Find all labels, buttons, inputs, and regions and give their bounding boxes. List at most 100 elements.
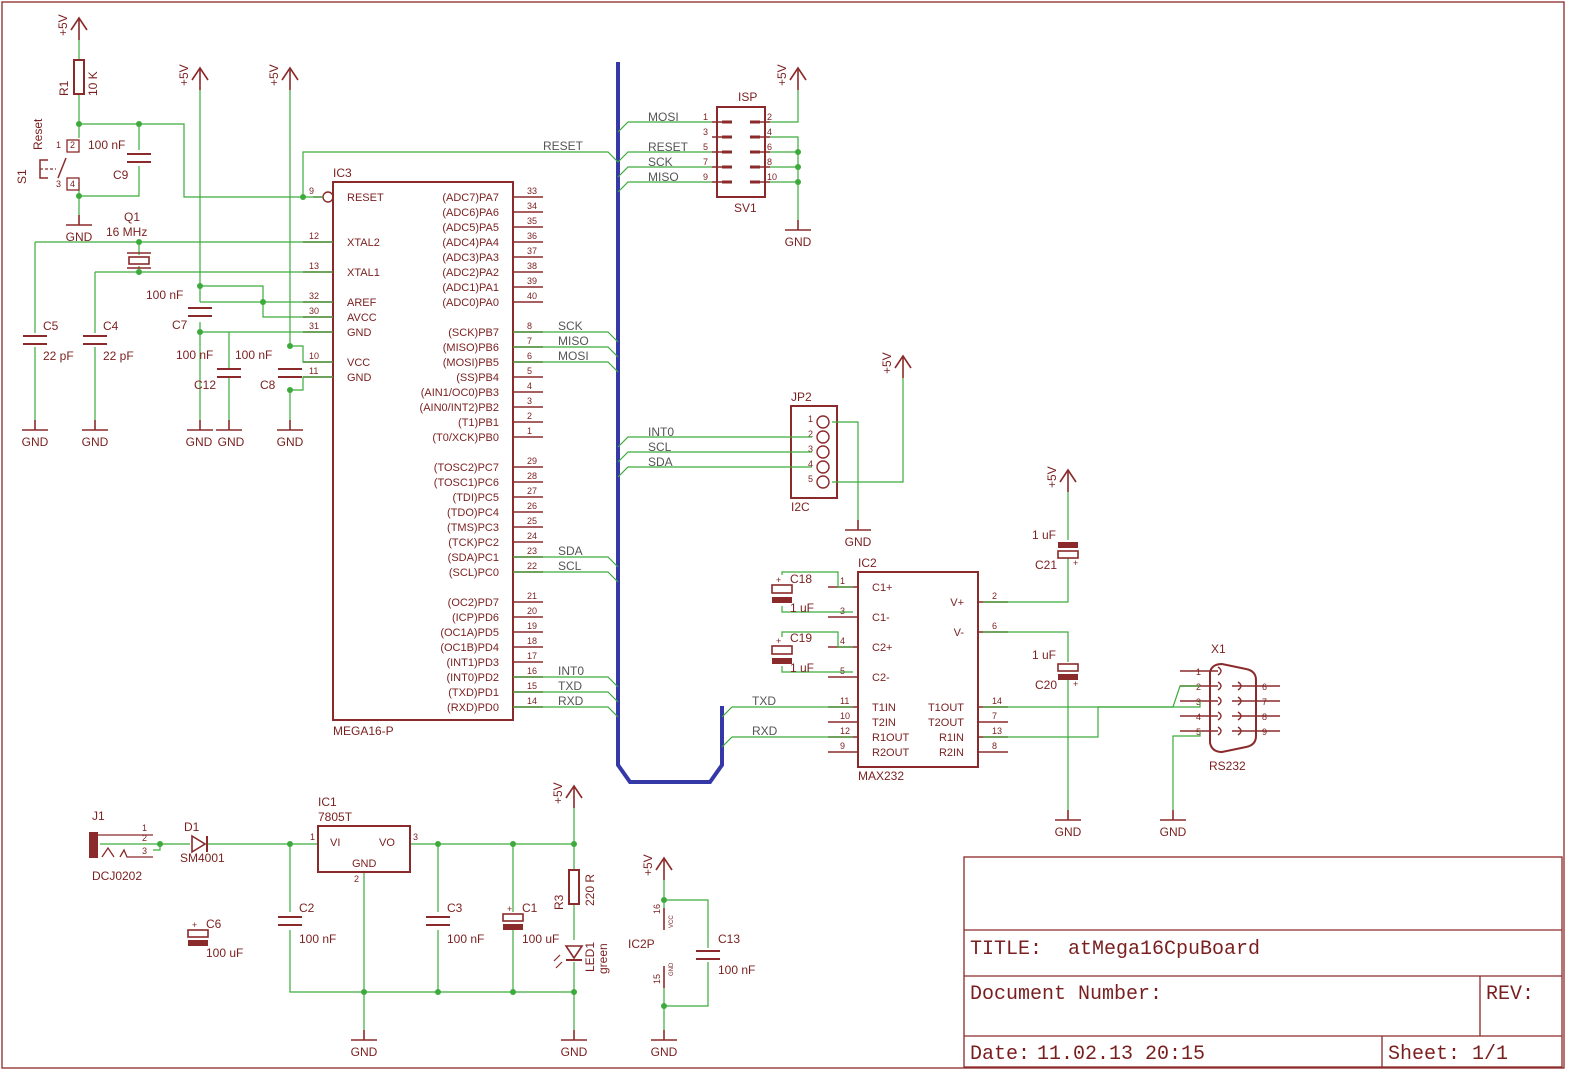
c21-value: 1 uF [1032,528,1056,542]
j1-value: DCJ0202 [92,869,142,883]
r1-value: 10 K [86,71,100,96]
jp2-pin-5: 5 [808,474,813,484]
title-block: TITLE: atMega16CpuBoard Document Number:… [963,856,1563,1068]
crystal-q1: Q1 16 MHz [106,210,151,269]
dc-jack-j1: J1 DCJ0202 1 2 3 [89,809,153,883]
gnd-label-5: GND [277,435,304,449]
ic3-pin-name-4: (AIN1/OC0)PB3 [421,387,499,399]
resistor-r3: R3 220 R [552,869,597,910]
ic3-pin-name-23: (SDA)PC1 [448,552,499,564]
ic3-pin-name-8: (SCK)PB7 [448,327,499,339]
c5-ref: C5 [43,319,59,333]
ic2-pin-num-14: 14 [992,696,1002,706]
c9-ref: C9 [113,168,129,182]
ic3-ref: IC3 [333,166,352,180]
c13-value: 100 nF [718,963,755,977]
ic2-net-txd: TXD [752,694,776,708]
ic3-pin-num-20: 20 [527,606,537,616]
ic3-pin-name-12: XTAL2 [347,237,380,249]
jp2-pin-3: 3 [808,444,813,454]
date-label: Date: [970,1043,1030,1066]
ic1-pin2: 2 [354,874,359,884]
ic3-pin-name-21: (OC2)PD7 [448,597,499,609]
svg-text:+: + [776,575,781,585]
s1-pin4: 4 [70,179,75,189]
capacitor-c1: + C1 100 uF [502,901,559,946]
ic2-pin-name-1: C1+ [872,582,893,594]
vcc-label-3: +5V [775,64,789,86]
rev-label: REV: [1486,983,1534,1006]
ic3-left-pins: 9RESET12XTAL213XTAL132AREF30AVCC31GND10V… [303,186,384,384]
ic2-pin-name-9: R2OUT [872,747,910,759]
isp-title: ISP [738,90,757,104]
s1-pin2: 2 [70,140,75,150]
c3-ref: C3 [447,901,463,915]
ic1-pin1: 1 [310,832,315,842]
c12-value: 100 nF [176,348,213,362]
ic3-pin-num-26: 26 [527,501,537,511]
ic3-pin-num-40: 40 [527,291,537,301]
r3-ref: R3 [552,894,566,910]
capacitor-c9: 100 nF C9 [88,138,151,182]
sheet-label: Sheet: [1388,1043,1460,1066]
ic2-net-rxd: RXD [752,724,778,738]
ic3-pin-name-25: (TMS)PC3 [447,522,499,534]
ic3-pin-num-33: 33 [527,186,537,196]
ic1-ref: IC1 [318,795,337,809]
capacitor-c8: 100 nF C8 [235,348,302,392]
ic2-pin-name-12: R1OUT [872,732,910,744]
svg-text:+: + [1073,558,1078,568]
c1-ref: C1 [522,901,538,915]
ic2-pin-num-3: 3 [840,606,845,616]
net-scl: SCL [558,559,582,573]
c18-ref: C18 [790,572,812,586]
ic3-pin-num-11: 11 [309,366,318,376]
jp2-pin-1: 1 [808,414,813,424]
ic2-pin-name-14: T1OUT [928,702,964,714]
c12-ref: C12 [194,378,216,392]
vcc-label-2: +5V [267,64,281,86]
vcc-label-6: +5V [551,782,565,804]
c7-value: 100 nF [146,288,183,302]
svg-text:+: + [1073,679,1078,689]
capacitor-c6: + C6 100 uF [187,917,243,960]
x1-pin-6: 6 [1262,682,1267,692]
ic2-max232: IC2 MAX232 1C1+3C1-4C2+5C2-11T1IN10T2IN1… [828,556,1008,783]
ic3-pin-num-35: 35 [527,216,537,226]
ic2-pin-name-3: C1- [872,612,890,624]
ic3-pin-name-19: (OC1A)PD5 [440,627,499,639]
ic2-ref: IC2 [858,556,877,570]
vcc-label-0: +5V [56,14,70,36]
ic3-pin-name-3: (AIN0/INT2)PB2 [420,402,499,414]
ic3-pin-num-31: 31 [309,321,319,331]
gnd-label-6: GND [785,235,812,249]
x1-pin-7: 7 [1262,697,1267,707]
title-value: atMega16CpuBoard [1068,938,1260,961]
c7-ref: C7 [172,318,188,332]
gnd-label-2: GND [82,435,109,449]
ic2-pin-num-9: 9 [840,741,845,751]
ic3-pin-name-2: (T1)PB1 [458,417,499,429]
vcc-label-5: +5V [1045,466,1059,488]
ic2-pin-num-13: 13 [992,726,1002,736]
isp-pin-1: 1 [703,112,708,122]
x1-pin-8: 8 [1262,712,1267,722]
ic3-pin-name-10: VCC [347,357,370,369]
ic3-pin-num-28: 28 [527,471,537,481]
isp-net-reset: RESET [648,140,689,154]
s1-pin3: 3 [56,179,61,189]
ic2-pin-num-4: 4 [840,636,845,646]
sheet-value: 1/1 [1472,1043,1508,1066]
ic3-pin-name-28: (TOSC1)PC6 [434,477,499,489]
jp2-pin-2: 2 [808,429,813,439]
ic3-pin-num-23: 23 [527,546,537,556]
capacitor-c7: 100 nF C7 [146,288,212,332]
vcc-label-4: +5V [880,352,894,374]
isp-pin-4: 4 [767,127,772,137]
ic3-pin-num-6: 6 [527,351,532,361]
ic3-pin-num-5: 5 [527,366,532,376]
r1-ref: R1 [57,80,71,96]
